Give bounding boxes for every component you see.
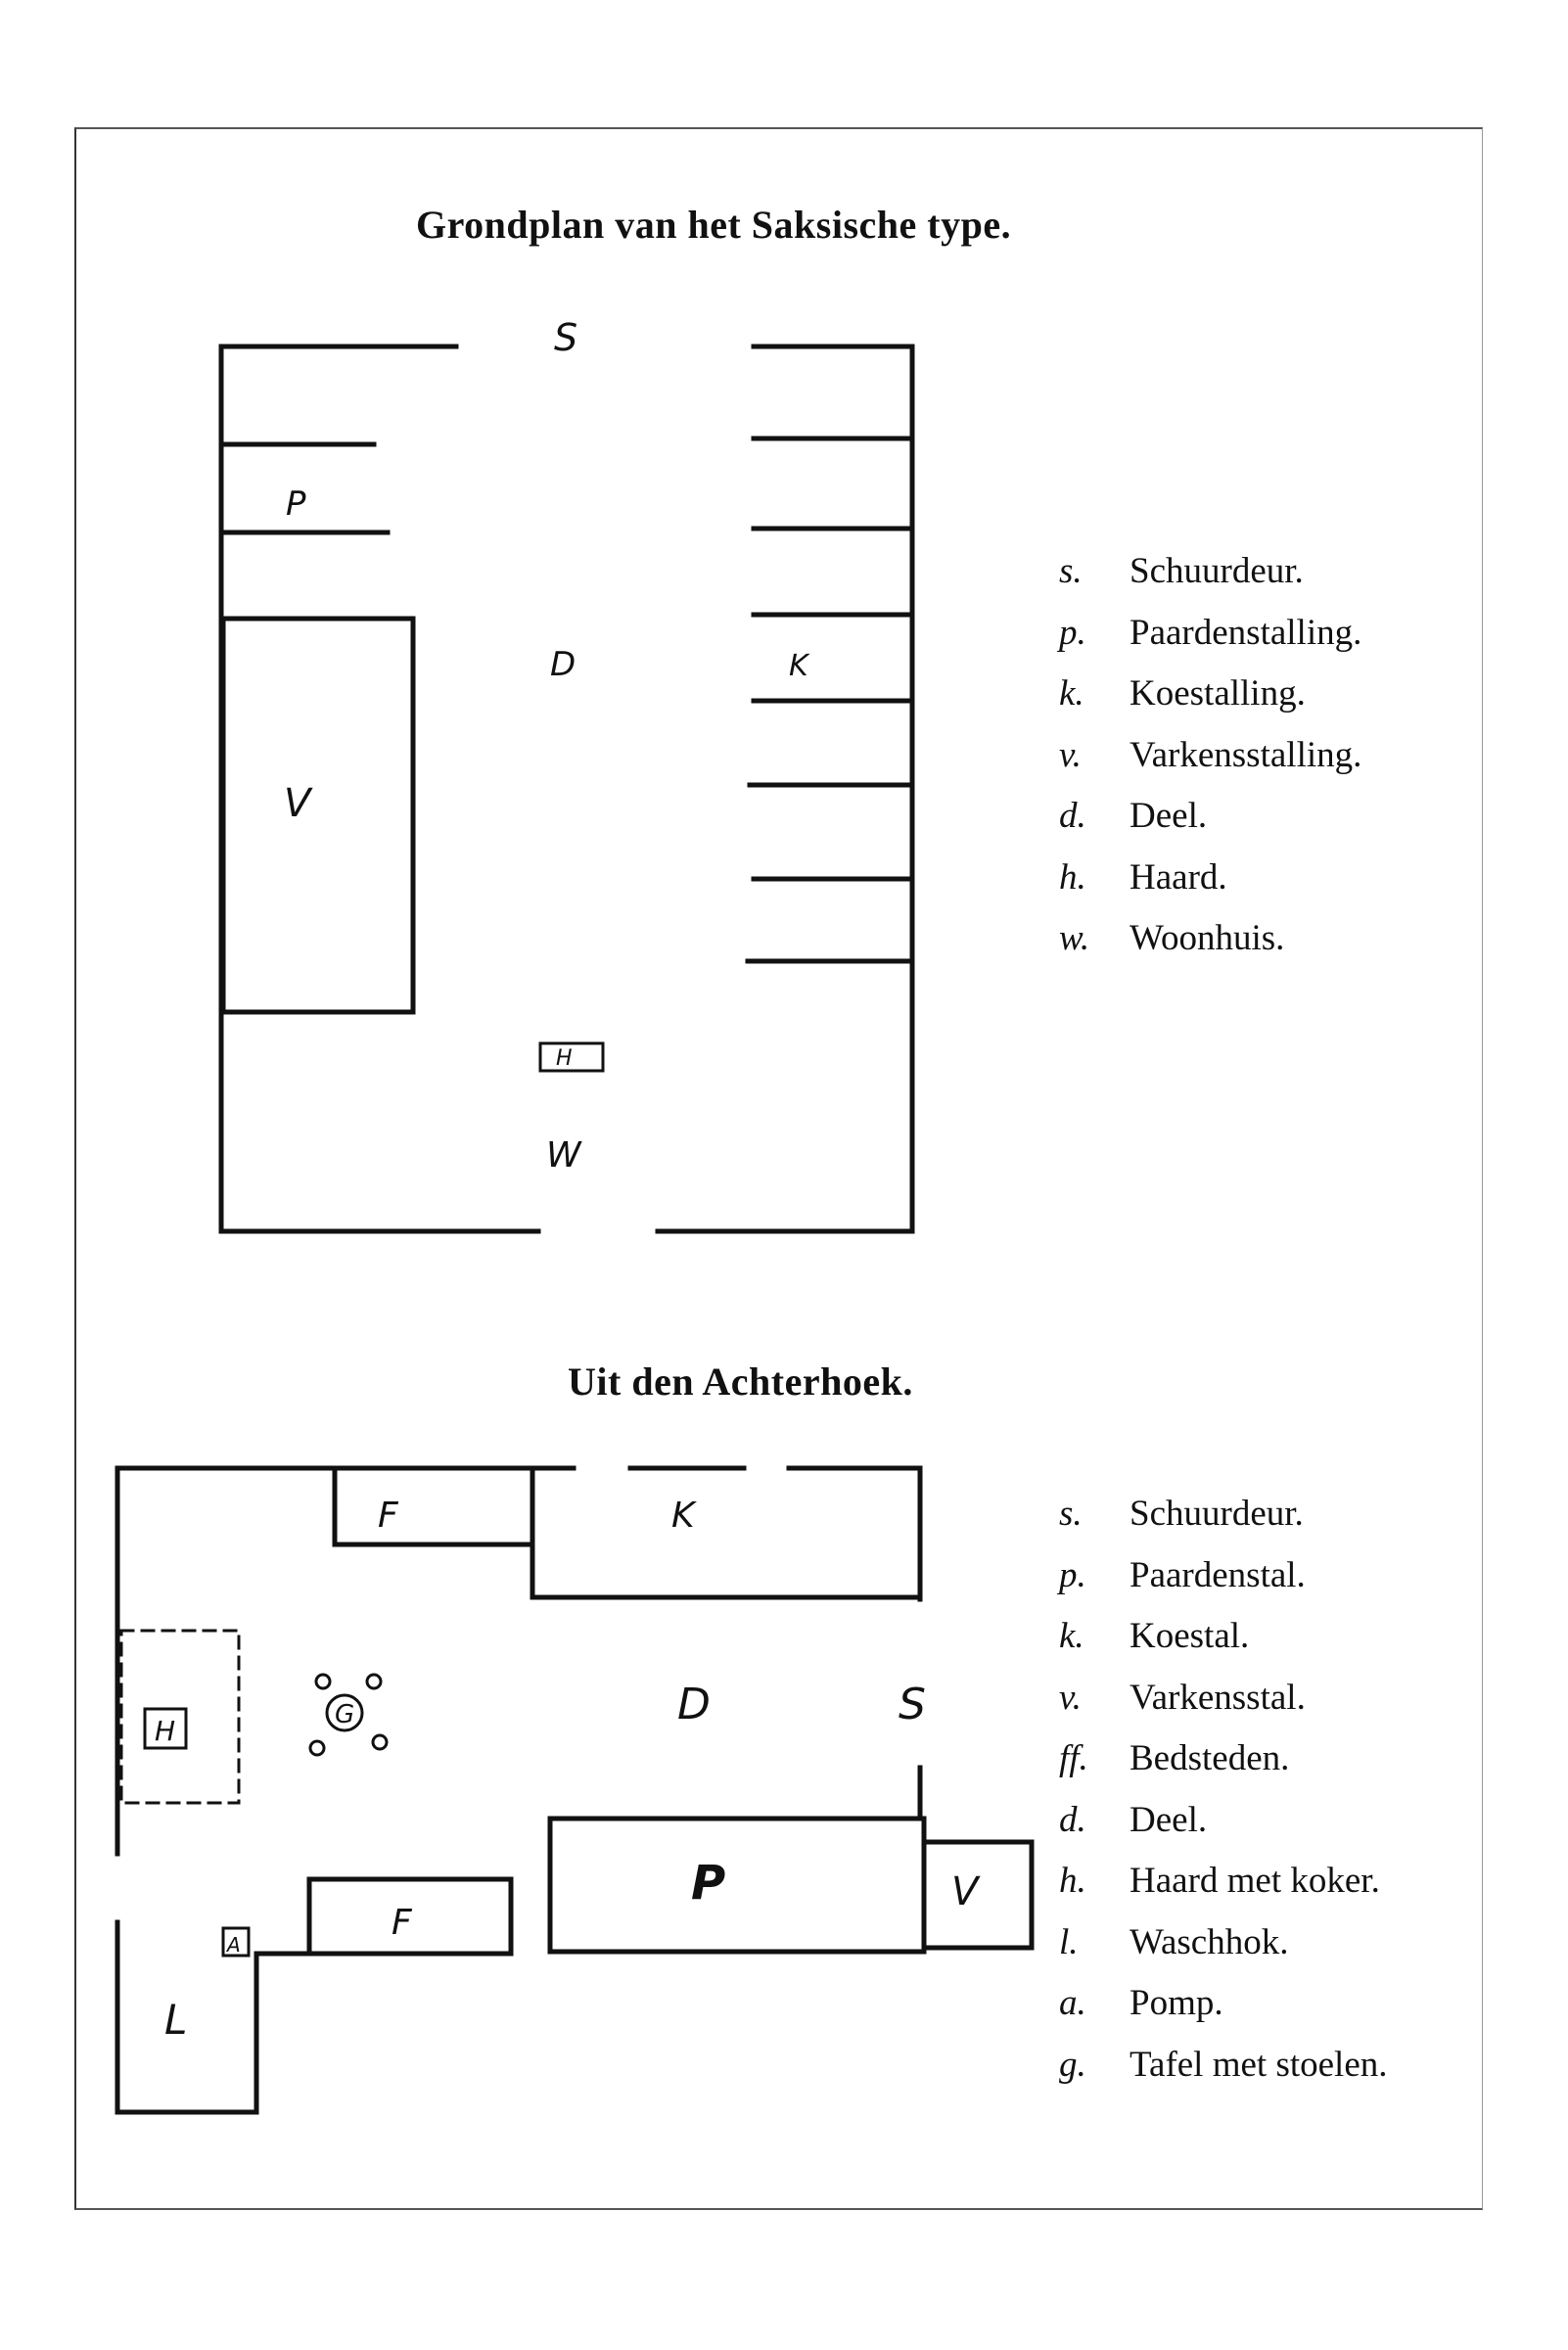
diagram-title-saxon-type: Grondplan van het Saksische type. xyxy=(416,203,1012,247)
legend-item: ff. Bedsteden. xyxy=(1059,1737,1388,1799)
chair-mark xyxy=(365,1673,383,1690)
legend-key: v. xyxy=(1059,1677,1082,1718)
bedstede-top xyxy=(332,1465,535,1547)
legend-text: Waschhok. xyxy=(1130,1921,1289,1962)
legend-key: l. xyxy=(1059,1921,1079,1962)
legend-text: Haard met koker. xyxy=(1130,1861,1380,1901)
legend-text: Varkensstalling. xyxy=(1130,734,1362,775)
label-p: P xyxy=(691,1856,725,1911)
legend-item: v. Varkensstal. xyxy=(1059,1677,1388,1738)
label-s: S xyxy=(554,316,577,359)
legend-item: h. Haard met koker. xyxy=(1059,1860,1388,1921)
label-a: A xyxy=(225,1933,241,1957)
legend-item: l. Waschhok. xyxy=(1059,1921,1388,1983)
label-d: D xyxy=(677,1680,711,1729)
legend-item: p. Paardenstal. xyxy=(1059,1554,1388,1616)
chair-mark xyxy=(314,1673,332,1690)
legend-key: ff. xyxy=(1059,1738,1088,1778)
legend-item: h. Haard. xyxy=(1059,856,1361,918)
legend-text: Koestalling. xyxy=(1130,673,1306,714)
legend-key: v. xyxy=(1059,734,1082,775)
legend-text: Paardenstalling. xyxy=(1130,612,1362,653)
legend-text: Deel. xyxy=(1130,796,1208,836)
label-w: W xyxy=(546,1135,582,1175)
label-k: K xyxy=(789,649,810,683)
label-h: H xyxy=(556,1046,573,1071)
legend-item: d. Deel. xyxy=(1059,795,1361,856)
label-k: K xyxy=(671,1496,697,1536)
legend-item: g. Tafel met stoelen. xyxy=(1059,2044,1388,2105)
label-h: H xyxy=(155,1715,175,1747)
legend-key: s. xyxy=(1059,551,1083,591)
page-frame xyxy=(74,127,1483,2210)
legend-key: p. xyxy=(1059,1554,1086,1595)
legend-key: k. xyxy=(1059,1616,1084,1656)
legend-key: d. xyxy=(1059,796,1086,836)
legend-saxon: s. Schuurdeur. p. Paardenstalling. k. Koest… xyxy=(1059,550,1361,979)
bedstede-bottom xyxy=(306,1876,514,1957)
legend-item: s. Schuurdeur. xyxy=(1059,1493,1388,1554)
pump-box xyxy=(221,1926,251,1958)
pigsty-box xyxy=(921,1839,1035,1951)
hearth-box xyxy=(143,1707,188,1750)
legend-key: p. xyxy=(1059,612,1086,653)
diagram-title-achterhoek: Uit den Achterhoek. xyxy=(568,1359,913,1404)
hearth-box xyxy=(538,1041,605,1073)
label-f-bottom: F xyxy=(392,1903,413,1943)
legend-text: Tafel met stoelen. xyxy=(1130,2044,1388,2085)
legend-text: Bedsteden. xyxy=(1130,1738,1290,1778)
legend-item: p. Paardenstalling. xyxy=(1059,612,1361,673)
label-g: G xyxy=(335,1700,354,1729)
legend-text: Pomp. xyxy=(1130,1983,1223,2023)
label-f-top: F xyxy=(378,1496,399,1536)
label-v: V xyxy=(284,781,313,826)
legend-text: Woonhuis. xyxy=(1130,918,1285,958)
legend-item: s. Schuurdeur. xyxy=(1059,550,1361,612)
legend-achterhoek: s.Schuurdeur. p.Paardenstal. k.Koestal. … xyxy=(1059,1493,1388,2104)
label-v: V xyxy=(951,1869,981,1914)
label-p: P xyxy=(286,484,306,524)
legend-text: Paardenstal. xyxy=(1130,1554,1306,1595)
legend-text: Schuurdeur. xyxy=(1130,1494,1304,1534)
hearth-chimney-dashed xyxy=(119,1629,241,1805)
label-s: S xyxy=(899,1680,926,1729)
legend-key: h. xyxy=(1059,1861,1086,1901)
legend-item: v. Varkensstalling. xyxy=(1059,734,1361,796)
legend-key: g. xyxy=(1059,2044,1086,2085)
horse-stable xyxy=(547,1816,927,1955)
legend-item: w. Woonhuis. xyxy=(1059,917,1361,979)
legend-item: k. Koestalling. xyxy=(1059,672,1361,734)
legend-text: Deel. xyxy=(1130,1799,1208,1840)
legend-text: Schuurdeur. xyxy=(1130,551,1304,591)
legend-key: w. xyxy=(1059,918,1090,958)
legend-key: d. xyxy=(1059,1799,1086,1840)
legend-text: Haard. xyxy=(1130,856,1227,898)
label-l: L xyxy=(164,1996,187,2044)
legend-text: Koestal. xyxy=(1130,1616,1250,1656)
legend-item: a. Pomp. xyxy=(1059,1982,1388,2044)
table-circle xyxy=(325,1693,364,1732)
chair-mark xyxy=(371,1733,389,1751)
legend-item: d. Deel. xyxy=(1059,1799,1388,1861)
chair-mark xyxy=(308,1739,326,1757)
legend-key: k. xyxy=(1059,673,1084,714)
legend-key: a. xyxy=(1059,1983,1086,2023)
label-d: D xyxy=(550,645,576,684)
legend-key: s. xyxy=(1059,1494,1083,1534)
legend-item: k. Koestal. xyxy=(1059,1615,1388,1677)
legend-key: h. xyxy=(1059,856,1086,898)
legend-text: Varkensstal. xyxy=(1130,1677,1306,1718)
pigsty-block xyxy=(220,616,416,1015)
